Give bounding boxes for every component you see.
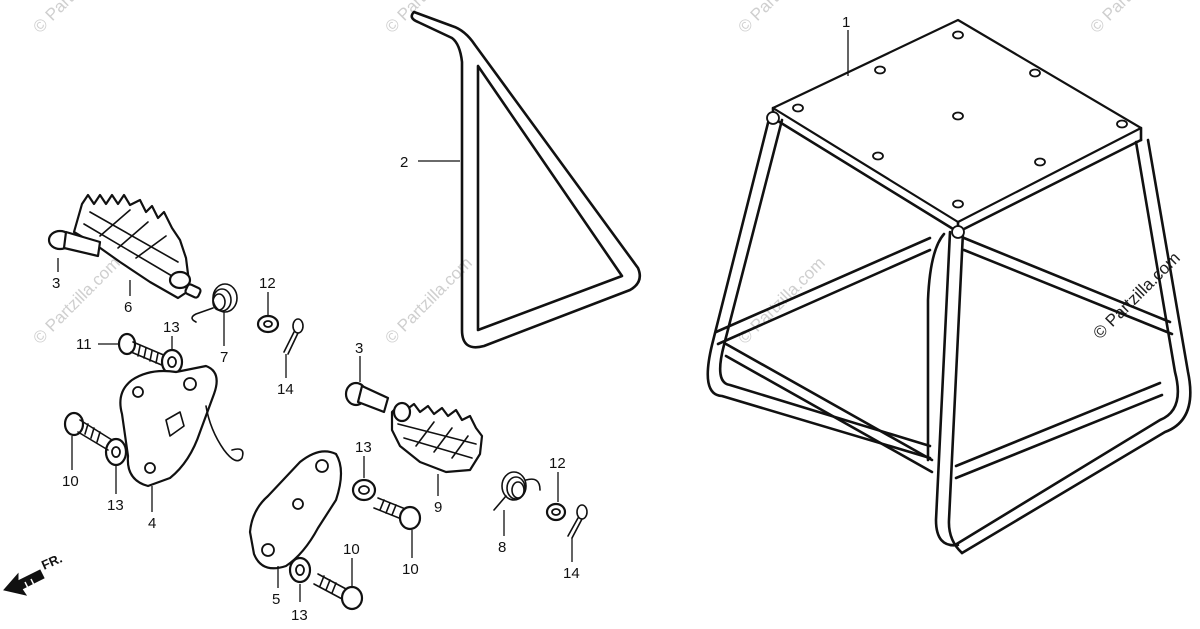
part-5-bracket-right[interactable] — [248, 450, 343, 570]
front-arrow-icon — [3, 569, 45, 596]
part-12-nut-top[interactable] — [256, 314, 280, 334]
part-13-washer-c[interactable] — [351, 478, 377, 502]
part-13-washer-a[interactable] — [160, 348, 184, 376]
callout-9: 9 — [434, 499, 442, 516]
callout-3-right: 3 — [355, 340, 363, 357]
part-10-bolt-left[interactable] — [63, 411, 113, 451]
callout-14-bottom: 14 — [563, 565, 580, 582]
watermark: © Partzilla.com — [1086, 0, 1180, 37]
callout-13-c: 13 — [355, 439, 372, 456]
callout-10-left: 10 — [62, 473, 79, 490]
callout-12-top: 12 — [259, 275, 276, 292]
front-label: FR. — [39, 551, 64, 573]
part-3-pin-right[interactable] — [344, 381, 390, 414]
part-6-footpeg-left[interactable] — [72, 193, 202, 300]
callout-10-mid: 10 — [402, 561, 419, 578]
watermark: © Partzilla.com — [29, 0, 123, 37]
part-10-bolt-bottom[interactable] — [313, 573, 364, 611]
callout-13-b: 13 — [107, 497, 124, 514]
watermark: © Partzilla.com — [29, 253, 123, 347]
front-direction-indicator: FR. — [3, 551, 64, 596]
part-1-stand[interactable] — [706, 18, 1192, 555]
callout-8: 8 — [498, 539, 506, 556]
callout-6: 6 — [124, 299, 132, 316]
callout-7: 7 — [220, 349, 228, 366]
callout-10-bottom: 10 — [343, 541, 360, 558]
callout-13-a: 13 — [163, 319, 180, 336]
part-14-cotter-bottom[interactable] — [567, 504, 588, 539]
part-7-spring-left[interactable] — [191, 283, 238, 323]
part-10-bolt-mid[interactable] — [373, 497, 422, 531]
part-3-pin-left[interactable] — [47, 229, 102, 258]
part-12-nut-bottom[interactable] — [545, 502, 567, 522]
part-8-spring-right[interactable] — [493, 471, 541, 511]
callout-3-left: 3 — [52, 275, 60, 292]
callout-4: 4 — [148, 515, 156, 532]
part-14-cotter-top[interactable] — [283, 318, 304, 355]
part-4-bracket-left[interactable] — [119, 364, 244, 488]
callout-13-d: 13 — [291, 607, 308, 624]
callout-labels: 1 2 3 6 7 12 14 11 13 10 13 4 3 13 9 10 … — [52, 14, 850, 624]
callout-12-bottom: 12 — [549, 455, 566, 472]
callout-5: 5 — [272, 591, 280, 608]
part-9-footpeg-right[interactable] — [390, 401, 484, 474]
callout-14-top: 14 — [277, 381, 294, 398]
leader-lines — [57, 30, 849, 602]
part-13-washer-d[interactable] — [288, 556, 312, 584]
part-2-frame[interactable] — [410, 10, 642, 349]
part-13-washer-b[interactable] — [104, 437, 128, 467]
callout-11: 11 — [76, 336, 92, 353]
callout-2: 2 — [400, 154, 408, 171]
part-11-bolt[interactable] — [117, 332, 167, 367]
watermark: © Partzilla.com — [734, 0, 828, 37]
callout-1: 1 — [842, 14, 850, 31]
